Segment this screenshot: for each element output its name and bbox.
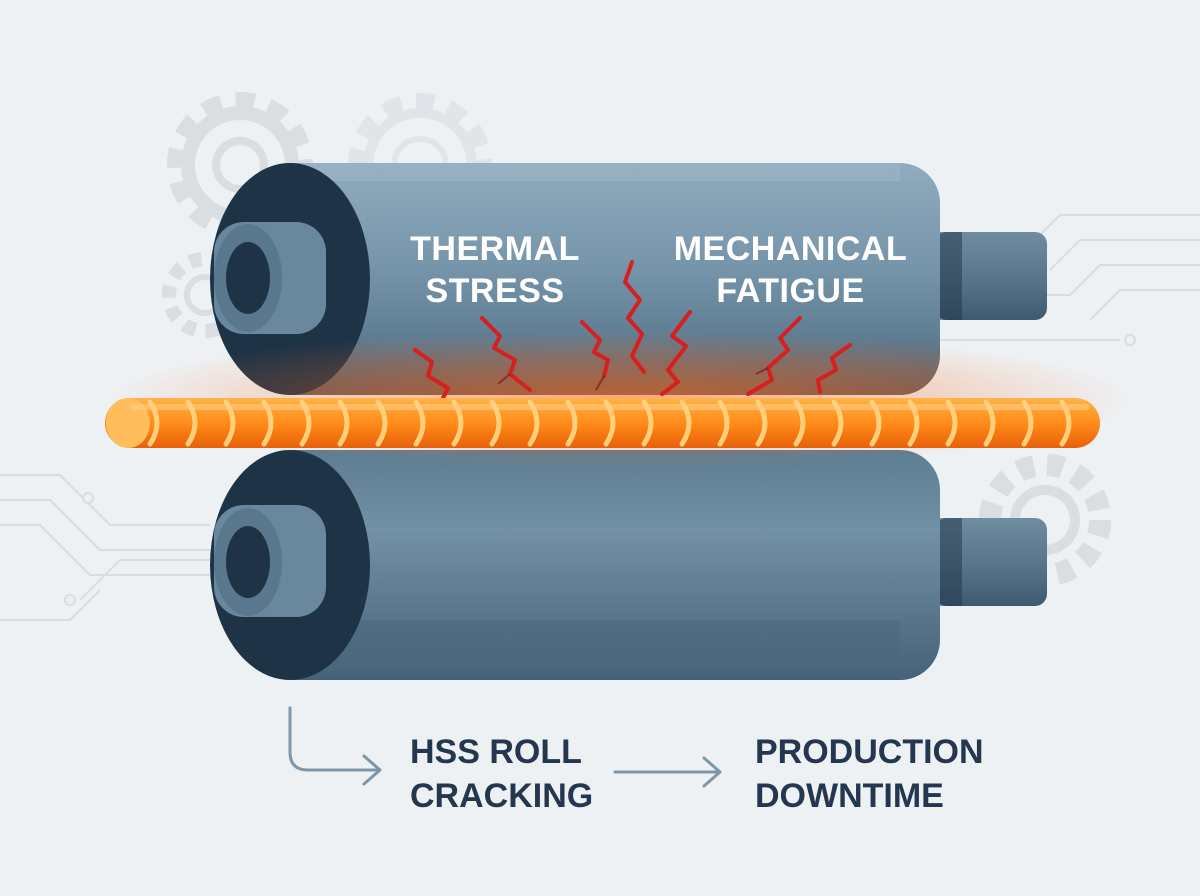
- top-roll-right-shaft: [935, 232, 1047, 320]
- bottom-roll-right-shaft: [935, 518, 1047, 606]
- thermal-stress-label: THERMAL STRESS: [410, 230, 580, 310]
- hot-rebar: [105, 398, 1100, 448]
- production-downtime-label: PRODUCTION DOWNTIME: [755, 733, 984, 815]
- hss-roll-cracking-label: HSS ROLL CRACKING: [410, 733, 594, 815]
- bottom-roll: [210, 450, 1047, 680]
- arrow-right-icon: [288, 706, 382, 786]
- crack-icon: [413, 260, 852, 400]
- arrow-right-icon: [613, 756, 722, 788]
- mechanical-fatigue-label: MECHANICAL FATIGUE: [673, 230, 908, 310]
